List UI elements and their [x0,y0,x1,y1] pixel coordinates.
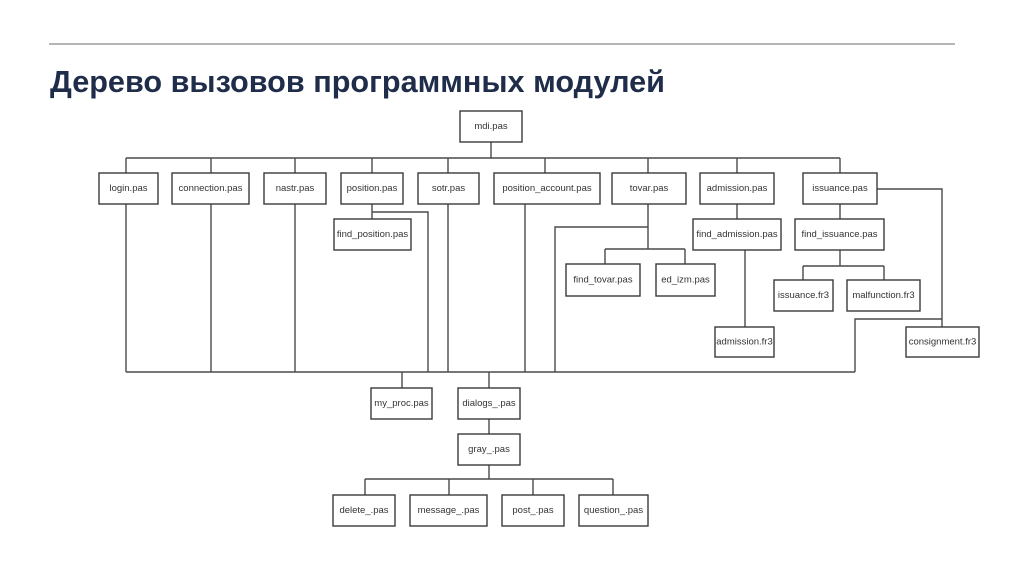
module-label: malfunction.fr3 [852,290,914,301]
module-box-frame [457,433,521,466]
module-box-malfunction-fr3: malfunction.fr3 [846,279,921,312]
module-box-find-admission: find_admission.pas [692,218,782,251]
module-label: find_issuance.pas [801,229,877,240]
module-label: question_.pas [584,505,643,516]
module-label: my_proc.pas [374,398,429,409]
module-label: message_.pas [418,505,480,516]
module-box-frame [905,326,980,358]
module-box-find-position: find_position.pas [333,218,412,251]
module-box-find-tovar: find_tovar.pas [565,263,641,297]
module-box-tovar: tovar.pas [611,172,687,205]
module-box-dialogs: dialogs_.pas [457,387,521,420]
module-box-frame [493,172,601,205]
module-label: consignment.fr3 [909,337,977,348]
page-title: Дерево вызовов программных модулей [50,64,665,99]
module-box-frame [714,326,775,358]
module-box-frame [409,494,488,527]
module-label: sotr.pas [432,183,466,194]
connector-line [554,226,648,372]
module-box-frame [98,172,159,205]
module-label: gray_.pas [468,444,510,455]
module-label: post_.pas [512,505,553,516]
module-box-login: login.pas [98,172,159,205]
module-box-frame [565,263,641,297]
module-box-frame [773,279,834,312]
connector-line [854,318,942,372]
module-box-message: message_.pas [409,494,488,527]
module-box-frame [332,494,396,527]
module-box-frame [802,172,878,205]
module-label: nastr.pas [276,183,315,194]
module-label: ed_izm.pas [661,275,710,286]
module-boxes: mdi.pas login.pas connection.pas nastr.pas p… [98,110,980,527]
module-label: find_admission.pas [696,229,778,240]
module-box-frame [457,387,521,420]
module-box-find-issuance: find_issuance.pas [794,218,885,251]
connector-line [372,211,429,372]
module-box-frame [578,494,649,527]
module-label: position.pas [347,183,398,194]
module-box-frame [655,263,716,297]
module-box-issuance-fr3: issuance.fr3 [773,279,834,312]
module-label: connection.pas [179,183,243,194]
module-box-frame [171,172,250,205]
module-box-frame [699,172,775,205]
module-label: find_tovar.pas [573,275,632,286]
module-box-nastr: nastr.pas [263,172,327,205]
module-box-frame [263,172,327,205]
module-label: tovar.pas [630,183,669,194]
module-box-sotr: sotr.pas [417,172,480,205]
module-box-consignment-fr3: consignment.fr3 [905,326,980,358]
module-label: issuance.pas [812,183,868,194]
module-box-post: post_.pas [501,494,565,527]
module-box-gray: gray_.pas [457,433,521,466]
module-box-ed-izm: ed_izm.pas [655,263,716,297]
module-box-position: position.pas [340,172,404,205]
module-box-position-account: position_account.pas [493,172,601,205]
module-box-frame [611,172,687,205]
module-label: find_position.pas [337,229,409,240]
module-box-my-proc: my_proc.pas [370,387,433,420]
module-label: position_account.pas [502,183,592,194]
module-box-frame [846,279,921,312]
module-box-frame [794,218,885,251]
module-box-connection: connection.pas [171,172,250,205]
connector-lines [125,142,943,495]
module-box-frame [459,110,523,143]
module-box-frame [333,218,412,251]
module-box-frame [417,172,480,205]
module-label: dialogs_.pas [462,398,516,409]
module-label: admission.fr3 [716,337,773,348]
module-label: mdi.pas [474,121,508,132]
module-box-admission: admission.pas [699,172,775,205]
module-label: delete_.pas [339,505,388,516]
module-box-question: question_.pas [578,494,649,527]
module-label: issuance.fr3 [778,290,829,301]
connector-line [877,188,943,327]
module-box-issuance: issuance.pas [802,172,878,205]
module-label: admission.pas [707,183,768,194]
module-box-delete: delete_.pas [332,494,396,527]
module-box-frame [340,172,404,205]
module-box-mdi: mdi.pas [459,110,523,143]
module-box-admission-fr3: admission.fr3 [714,326,775,358]
module-box-frame [370,387,433,420]
module-box-frame [501,494,565,527]
module-label: login.pas [109,183,147,194]
module-box-frame [692,218,782,251]
